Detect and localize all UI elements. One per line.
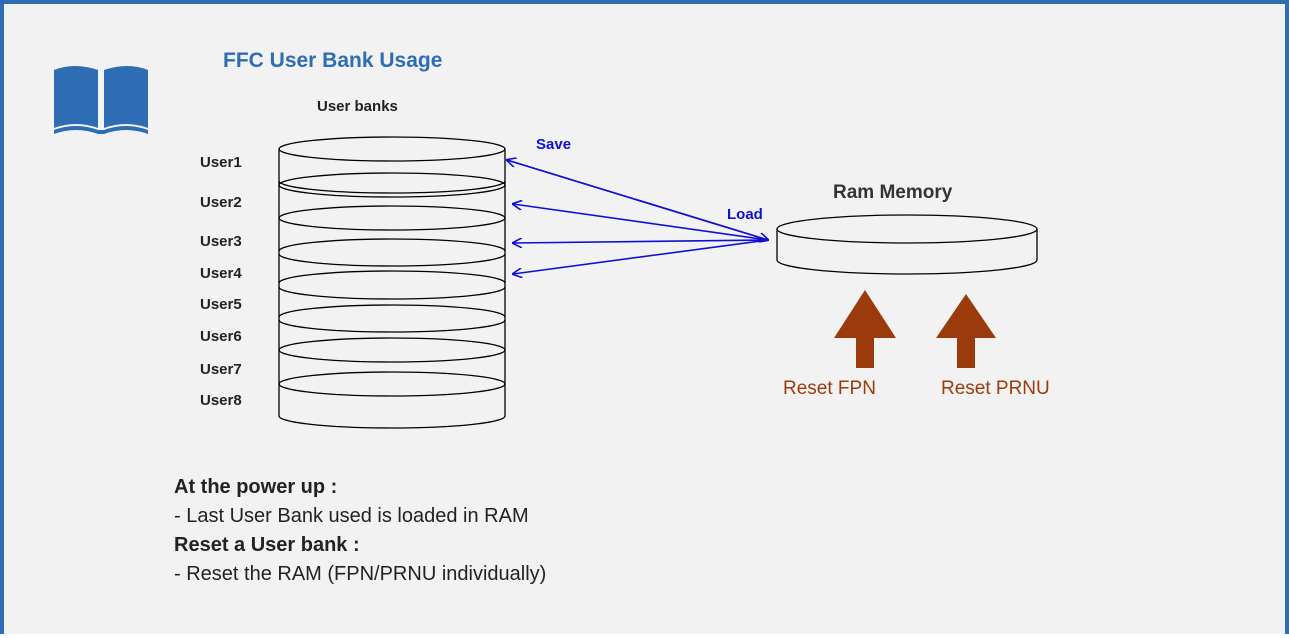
user-bank-label: User3 [200,233,242,250]
reset-prnu-arrow [936,294,996,368]
reset-prnu-label: Reset PRNU [941,378,1050,399]
load-arrow-ram [506,159,768,240]
user-bank-label: User2 [200,194,242,211]
reset-arrows [834,290,996,368]
user-bank-label: User4 [200,265,242,282]
power-up-heading: At the power up : [174,476,338,498]
bank-diagram [278,136,1038,429]
user-bank-label: User8 [200,392,242,409]
reset-fpn-label: Reset FPN [783,378,876,399]
open-book-icon [54,66,148,134]
user-bank-label: User5 [200,296,242,313]
power-up-text: - Last User Bank used is loaded in RAM [174,505,529,527]
user-banks-stack [278,136,506,429]
load-arrow-user2 [513,204,769,241]
page-title: FFC User Bank Usage [223,49,443,72]
load-arrow-user3 [513,240,769,243]
ram-memory-cylinder [776,214,1038,275]
load-arrow-user4 [513,239,769,274]
user-bank-label: User6 [200,328,242,345]
reset-heading: Reset a User bank : [174,534,360,556]
notes-section: At the power up : - Last User Bank used … [174,473,546,589]
load-label: Load [727,206,763,223]
user-bank-label: User7 [200,361,242,378]
reset-text: - Reset the RAM (FPN/PRNU individually) [174,563,547,585]
user-bank-label: User1 [200,154,242,171]
save-label: Save [536,136,572,153]
transfer-arrows [507,160,768,274]
user-banks-title: User banks [317,98,398,115]
ram-memory-title: Ram Memory [833,182,953,203]
reset-fpn-arrow [834,290,896,368]
